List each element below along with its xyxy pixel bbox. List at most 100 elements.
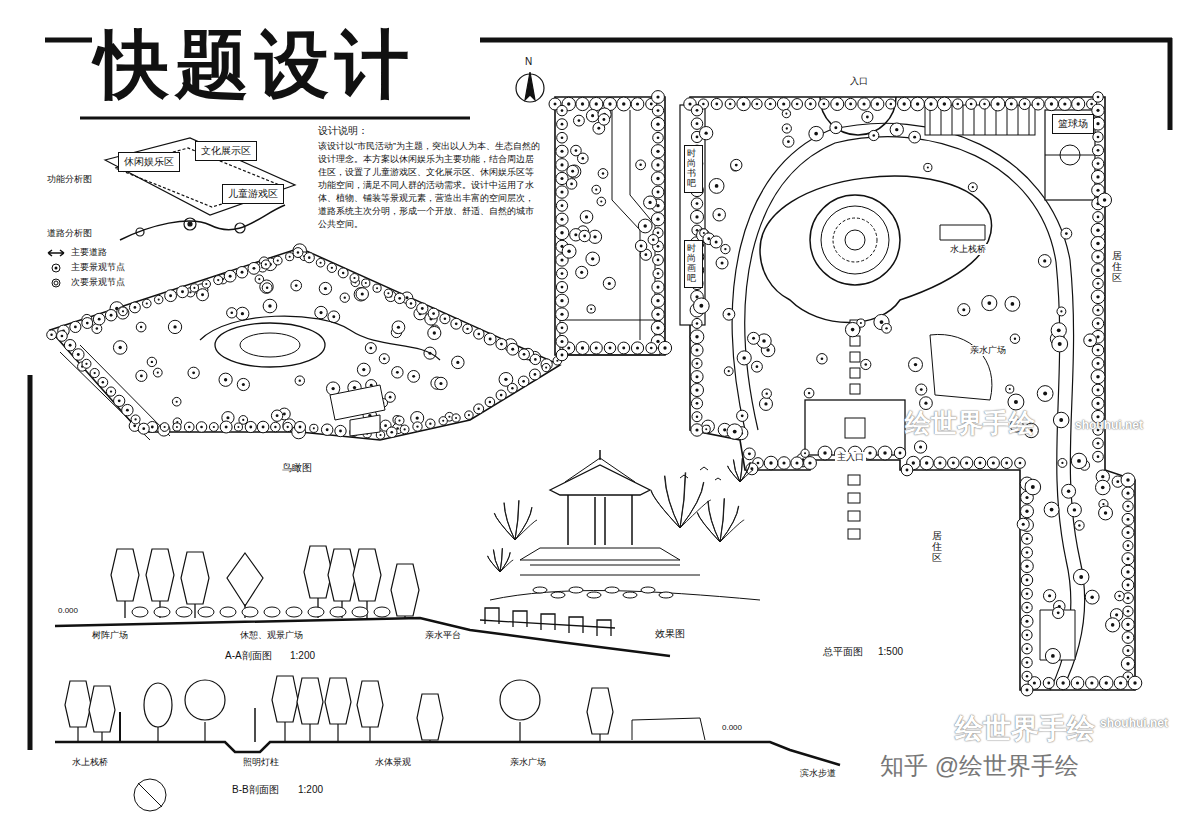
paving-square [848, 475, 860, 485]
tree-center [258, 278, 260, 280]
legend-sample [45, 278, 67, 288]
tree-symbol [831, 97, 844, 110]
tree-center [193, 287, 195, 289]
tree-center [583, 235, 586, 238]
path-edge [60, 345, 170, 440]
tree-symbol [1092, 344, 1104, 356]
tree-symbol [1093, 132, 1103, 142]
tree-center [1014, 338, 1016, 340]
tree-center [656, 326, 659, 329]
legend-sample [45, 248, 67, 258]
foliage-stroke [720, 498, 725, 542]
tree-center [808, 461, 811, 464]
tree-center [1067, 490, 1070, 493]
tree-center [241, 312, 244, 315]
tree-center [809, 103, 812, 106]
tree-center [1050, 102, 1053, 105]
tree-center [695, 215, 698, 218]
section-label: 亲水广场 [510, 757, 546, 768]
tree-symbol [1058, 98, 1071, 111]
tree-center [1118, 595, 1120, 597]
tree-symbol [598, 114, 609, 125]
tree-center [455, 417, 457, 419]
tree-center [574, 233, 577, 236]
tree-elevation [297, 678, 323, 724]
elevation-label: 0.000 [58, 606, 78, 616]
paving-square [850, 384, 860, 394]
tree-center [919, 445, 922, 448]
title-underline [80, 117, 470, 120]
tree-center [696, 402, 699, 405]
tree-center [554, 103, 557, 106]
tree-center [1119, 681, 1122, 684]
tree-symbol [165, 290, 177, 302]
tree-symbol [1092, 397, 1104, 409]
tree-symbol [652, 159, 665, 172]
tree-center [938, 461, 941, 464]
tree-center [983, 103, 986, 106]
tree-symbol [590, 342, 602, 354]
tree-symbol [762, 389, 771, 398]
tree-center [455, 322, 458, 325]
tree-center [1097, 442, 1100, 445]
tree-center [297, 251, 299, 253]
tree-center [489, 338, 492, 341]
tree-symbol [428, 308, 439, 319]
tree-center [398, 419, 400, 421]
tree-symbol [901, 464, 913, 476]
tree-symbol [518, 376, 529, 387]
tree-center [1025, 510, 1028, 513]
tree-symbol [138, 423, 149, 434]
tree-symbol [542, 363, 550, 371]
foliage-stroke [515, 500, 519, 540]
tree-elevation [357, 681, 383, 727]
tree-symbol [82, 359, 91, 368]
tree-symbol [1022, 630, 1032, 640]
tree-center [200, 426, 203, 429]
tree-center [656, 95, 659, 98]
tree-symbol [566, 179, 577, 190]
tree-symbol [651, 294, 664, 307]
tree-center [561, 123, 564, 126]
section-aa [55, 546, 670, 656]
tree-center [808, 392, 810, 394]
tree-symbol [160, 423, 169, 432]
tree-symbol [485, 397, 495, 407]
tree-center [561, 136, 564, 139]
tree-center [866, 116, 869, 119]
tree-center [920, 388, 923, 391]
tree-center [862, 102, 865, 105]
foliage-stroke [494, 550, 500, 572]
tree-symbol [966, 99, 977, 110]
tree-center [895, 128, 898, 131]
drawing-title: 效果图 [655, 628, 685, 640]
tree-center [478, 333, 481, 336]
tree-symbol [82, 318, 93, 329]
tree-symbol [691, 118, 702, 129]
tree-center [560, 163, 563, 166]
tree-symbol [1017, 518, 1029, 530]
foliage-stroke [494, 513, 515, 540]
tree-center [266, 287, 268, 289]
tree-center [274, 426, 276, 428]
tree-center [1063, 102, 1066, 105]
tree-center [1026, 579, 1029, 582]
tree-symbol [291, 280, 302, 291]
tree-center [656, 313, 659, 316]
tree-center [1011, 302, 1015, 306]
plaza-ring [240, 333, 300, 357]
tree-center [1026, 606, 1029, 609]
tree-center [379, 434, 381, 436]
tree-center [688, 102, 691, 105]
tree-center [733, 430, 737, 434]
tree-center [69, 344, 72, 347]
tree-symbol [635, 240, 646, 251]
tree-symbol [1093, 278, 1104, 289]
design-note: 该设计以“市民活动”为主题，突出以人为本、生态自然的设计理念。本方案以休闲娱乐为… [318, 140, 540, 231]
tree-symbol [122, 404, 133, 415]
tree-center [319, 262, 321, 264]
tree-center [1019, 462, 1022, 465]
stone [623, 592, 637, 598]
tree-center [752, 337, 755, 340]
tree-symbol [948, 457, 960, 469]
